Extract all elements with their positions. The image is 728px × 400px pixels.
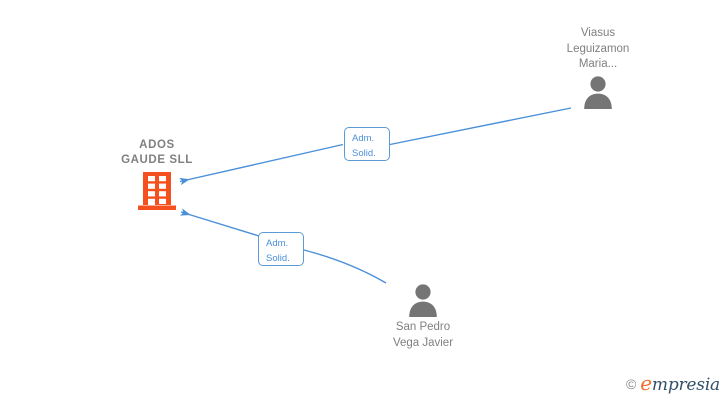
relation-label-line-2: Solid.: [352, 148, 376, 159]
empresia-watermark: © empresia: [626, 373, 720, 394]
person-icon[interactable]: [580, 75, 616, 109]
person-node-viasus-leguizamon[interactable]: Viasus Leguizamon Maria...: [523, 26, 673, 109]
edge-relation-2-person-side: [303, 249, 387, 284]
person-node-san-pedro-vega[interactable]: San Pedro Vega Javier: [348, 281, 498, 351]
brand-rest: mpresia: [651, 375, 720, 395]
relation-label-line-1: Adm.: [266, 238, 289, 249]
person-name-line-3: Maria...: [578, 58, 618, 70]
person-icon[interactable]: [405, 283, 441, 317]
edge-relation-1-company-side: [179, 143, 344, 186]
relation-label-adm-solid-2[interactable]: Adm. Solid.: [258, 232, 304, 266]
edge-relation-2-company-side: [179, 208, 260, 237]
edge-relation-1-person-side: [389, 107, 572, 146]
company-node[interactable]: ADOS GAUDE SLL: [82, 138, 232, 211]
building-icon[interactable]: [135, 171, 179, 211]
relation-label-line-2: Solid.: [266, 253, 290, 264]
copyright-icon: ©: [625, 375, 637, 392]
relation-label-line-1: Adm.: [352, 133, 375, 144]
person-name-line-1: San Pedro: [395, 321, 451, 333]
person-name-line-1: Viasus: [580, 27, 616, 39]
brand-wordmark: empresia: [640, 373, 720, 394]
brand-initial: e: [640, 371, 652, 395]
person-name-line-2: Leguizamon: [566, 42, 630, 55]
company-name-line-1: ADOS: [139, 139, 175, 151]
company-name-line-2: GAUDE SLL: [121, 154, 193, 166]
relation-label-adm-solid-1[interactable]: Adm. Solid.: [344, 127, 390, 161]
person-name-line-2: Vega Javier: [392, 336, 454, 349]
